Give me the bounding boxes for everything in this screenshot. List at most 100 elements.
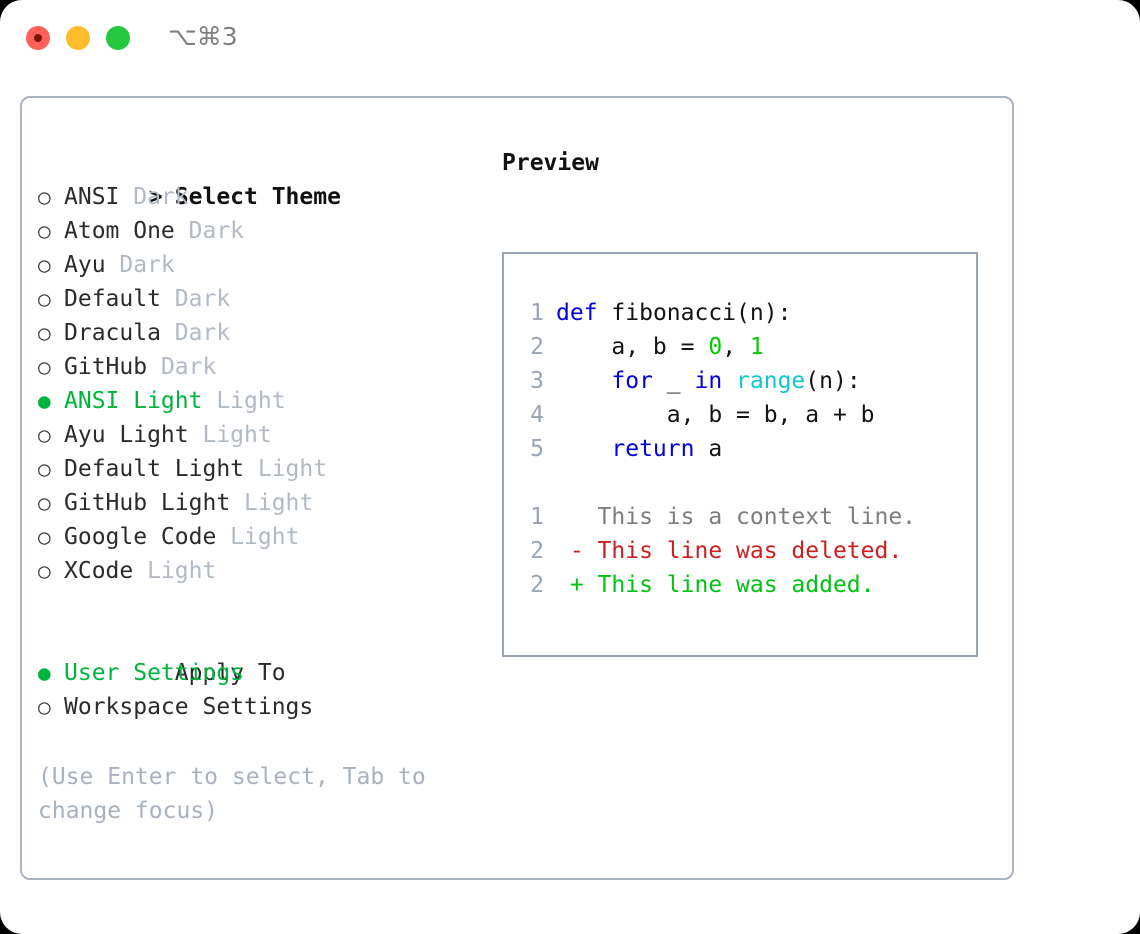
- code-token: ,: [722, 334, 750, 360]
- line-number: 2: [530, 538, 544, 564]
- apply-to-heading-label: Apply To: [174, 660, 286, 686]
- radio-unselected-icon: ○: [38, 423, 51, 447]
- code-token: def: [556, 300, 598, 326]
- code-line: 2 a, b = 0, 1: [522, 330, 968, 364]
- diff-line: 2 + This line was added.: [522, 568, 968, 602]
- code-token: return: [611, 436, 695, 462]
- theme-variant: Light: [244, 456, 328, 482]
- theme-variant: Light: [202, 388, 286, 414]
- radio-unselected-icon: ○: [38, 253, 51, 277]
- content-panel: >Select Theme ○ANSI Dark○Atom One Dark○A…: [20, 96, 1014, 880]
- theme-name: GitHub: [64, 354, 148, 380]
- theme-name: ANSI Light: [64, 388, 203, 414]
- code-token: 1: [749, 334, 764, 360]
- apply-to-label: Workspace Settings: [64, 694, 314, 720]
- maximize-button[interactable]: [106, 26, 130, 50]
- window-title: ⌥⌘3: [168, 22, 238, 51]
- theme-list: ○ANSI Dark○Atom One Dark○Ayu Dark○Defaul…: [38, 180, 498, 588]
- code-token: [722, 368, 736, 394]
- theme-name: Dracula: [64, 320, 161, 346]
- diff-text: + This line was added.: [556, 572, 875, 598]
- theme-name: Default: [64, 286, 161, 312]
- theme-variant: Light: [188, 422, 272, 448]
- diff-sample: 1 This is a context line.2 - This line w…: [522, 500, 968, 602]
- code-token: in: [694, 368, 723, 394]
- code-token: range: [736, 368, 806, 394]
- theme-name: Atom One: [64, 218, 175, 244]
- code-token: 0: [708, 334, 723, 360]
- radio-unselected-icon: ○: [38, 491, 51, 515]
- code-token: fibonacci: [611, 300, 737, 326]
- theme-list-item[interactable]: ○Default Light Light: [38, 452, 498, 486]
- code-token: [556, 368, 611, 394]
- code-token: [598, 300, 612, 326]
- line-number: 1: [530, 504, 544, 530]
- apply-to-option[interactable]: ●User Settings: [38, 656, 498, 690]
- code-token: for: [611, 368, 653, 394]
- theme-variant: Light: [216, 524, 300, 550]
- title-bar: ⌥⌘3: [0, 0, 1140, 78]
- diff-line: 1 This is a context line.: [522, 500, 968, 534]
- radio-unselected-icon: ○: [38, 287, 51, 311]
- theme-name: Google Code: [64, 524, 217, 550]
- theme-list-item[interactable]: ○ Ayu Light Light: [38, 418, 498, 452]
- selection-arrow-icon: >: [148, 184, 163, 210]
- radio-unselected-icon: ○: [38, 355, 51, 379]
- radio-unselected-icon: ○: [38, 185, 51, 209]
- theme-name: GitHub Light: [64, 490, 231, 516]
- radio-unselected-icon: ○: [38, 321, 51, 345]
- line-number: 1: [530, 300, 544, 326]
- code-line: 4 a, b = b, a + b: [522, 398, 968, 432]
- theme-list-item[interactable]: ○ Default Dark: [38, 282, 498, 316]
- close-button[interactable]: [26, 26, 50, 50]
- close-icon: [34, 34, 42, 42]
- line-number: 5: [530, 436, 544, 462]
- code-line: 3 for _ in range(n):: [522, 364, 968, 398]
- theme-variant: Dark: [119, 184, 189, 210]
- apply-to-option[interactable]: ○ Workspace Settings: [38, 690, 498, 724]
- theme-list-item[interactable]: ○XCode Light: [38, 554, 498, 588]
- line-number: 2: [530, 572, 544, 598]
- theme-variant: Light: [230, 490, 314, 516]
- theme-list-item[interactable]: ●ANSI Light Light: [38, 384, 498, 418]
- code-diff-separator: [522, 466, 968, 500]
- theme-list-item[interactable]: ○ Google Code Light: [38, 520, 498, 554]
- code-token: a, b = b, a + b: [556, 402, 875, 428]
- theme-selector-column: >Select Theme ○ANSI Dark○Atom One Dark○A…: [38, 146, 498, 724]
- code-token: _: [652, 368, 695, 394]
- theme-list-item[interactable]: ○ Dracula Dark: [38, 316, 498, 350]
- theme-list-item[interactable]: ○ Atom One Dark: [38, 214, 498, 248]
- theme-list-item[interactable]: ○ANSI Dark: [38, 180, 498, 214]
- theme-variant: Dark: [174, 218, 245, 244]
- code-line: 5 return a: [522, 432, 968, 466]
- theme-list-item[interactable]: ○Ayu Dark: [38, 248, 498, 282]
- code-token: (n):: [736, 300, 792, 326]
- line-number: 4: [530, 402, 544, 428]
- theme-selector-heading-label: Select Theme: [174, 184, 341, 210]
- code-token: [556, 436, 611, 462]
- line-number: 2: [530, 334, 544, 360]
- diff-text: This is a context line.: [556, 504, 917, 530]
- radio-unselected-icon: ○: [38, 525, 51, 549]
- code-token: (n):: [805, 368, 861, 394]
- theme-name: Ayu Light: [64, 422, 189, 448]
- radio-unselected-icon: ○: [38, 219, 51, 243]
- radio-unselected-icon: ○: [38, 695, 51, 719]
- theme-name: XCode: [64, 558, 134, 584]
- code-token: a, b =: [556, 334, 709, 360]
- theme-variant: Dark: [160, 320, 231, 346]
- theme-list-item[interactable]: ○GitHub Dark: [38, 350, 498, 384]
- apply-to-label: User Settings: [64, 660, 245, 686]
- theme-variant: Dark: [105, 252, 175, 278]
- minimize-button[interactable]: [66, 26, 90, 50]
- apply-to-list: ●User Settings ○ Workspace Settings: [38, 656, 498, 724]
- theme-variant: Dark: [160, 286, 231, 312]
- theme-list-item[interactable]: ○ GitHub Light Light: [38, 486, 498, 520]
- keyboard-hint: (Use Enter to select, Tab to change focu…: [38, 764, 440, 824]
- theme-variant: Light: [133, 558, 217, 584]
- diff-line: 2 - This line was deleted.: [522, 534, 968, 568]
